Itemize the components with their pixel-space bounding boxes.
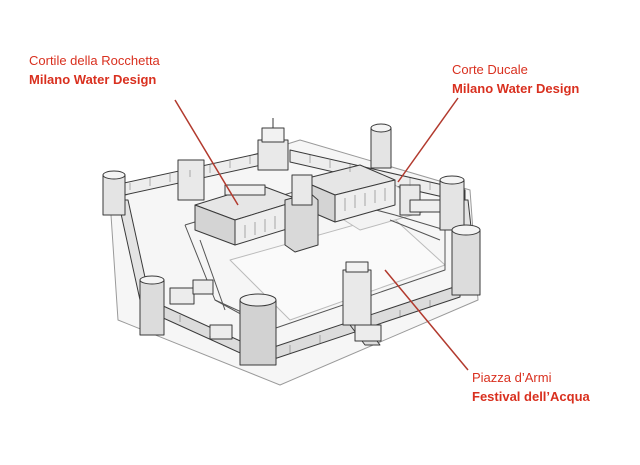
label-ducale-event: Milano Water Design bbox=[452, 81, 580, 96]
small-structures bbox=[169, 184, 441, 342]
gate-tower bbox=[257, 118, 289, 171]
label-armi-event: Festival dell’Acqua bbox=[472, 389, 590, 404]
label-rocchetta-event: Milano Water Design bbox=[29, 72, 157, 87]
ducale-pointer bbox=[397, 97, 459, 183]
rocchetta-pointer bbox=[174, 99, 239, 206]
crenellations bbox=[129, 155, 431, 353]
pointer-lines bbox=[174, 97, 469, 371]
inner-towers bbox=[177, 159, 421, 216]
label-corte-ducale: Corte Ducale Milano Water Design bbox=[452, 60, 579, 98]
label-piazza-d-armi: Piazza d’Armi Festival dell’Acqua bbox=[472, 368, 590, 406]
label-armi-name: Piazza d’Armi bbox=[472, 370, 552, 385]
rocchetta-block bbox=[194, 184, 301, 246]
armi-pointer bbox=[384, 269, 469, 371]
label-cortile-della-rocchetta: Cortile della Rocchetta Milano Water Des… bbox=[29, 51, 160, 89]
label-ducale-name: Corte Ducale bbox=[452, 62, 528, 77]
corner-towers bbox=[102, 123, 481, 366]
label-rocchetta-name: Cortile della Rocchetta bbox=[29, 53, 160, 68]
